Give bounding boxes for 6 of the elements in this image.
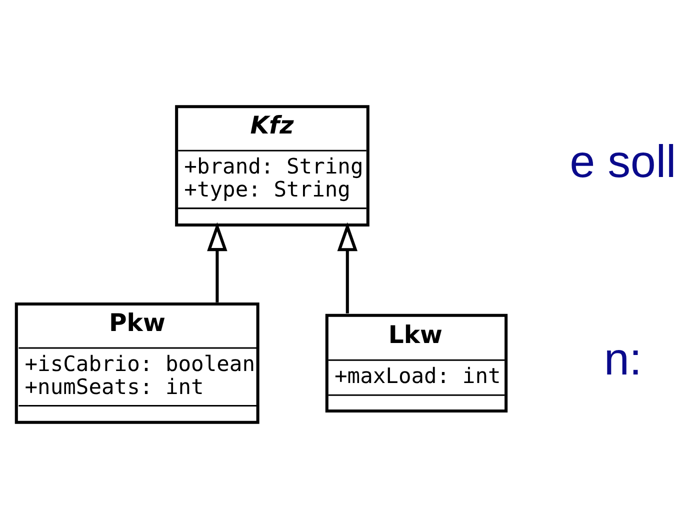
- node-box: Lkw +maxLoad: int: [325, 314, 508, 413]
- arrow: [337, 222, 358, 314]
- arrow: [207, 222, 228, 302]
- node-box: Kfz +brand: String +type: String: [175, 105, 370, 227]
- label: e soll: [570, 136, 676, 188]
- label: n:: [604, 334, 642, 385]
